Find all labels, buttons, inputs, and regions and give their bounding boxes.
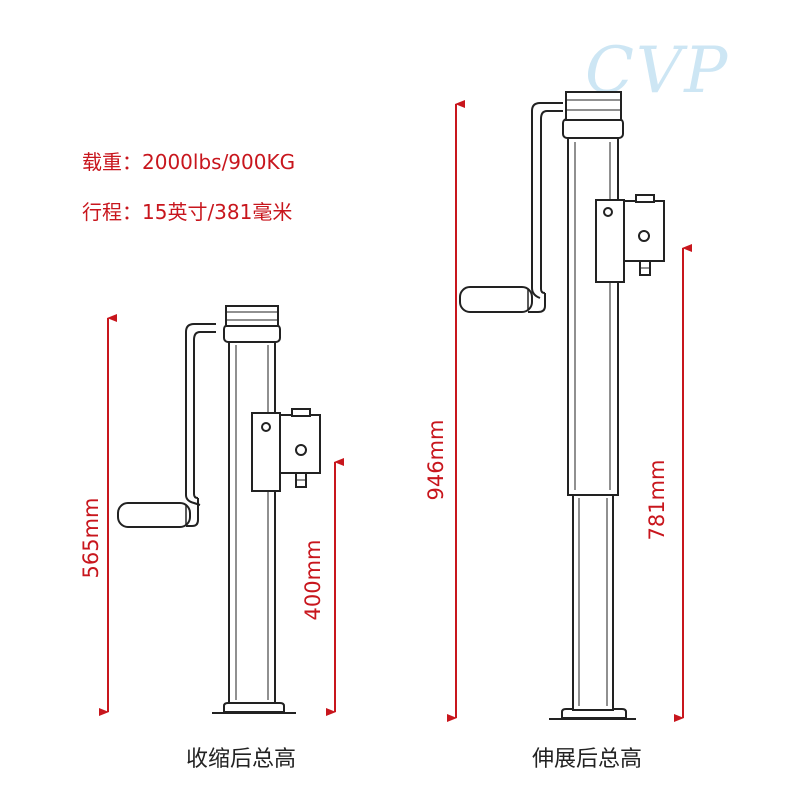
retracted-jack bbox=[117, 305, 321, 714]
caption-extended: 伸展后总高 bbox=[532, 747, 643, 772]
caption-retracted: 收缩后总高 bbox=[186, 747, 297, 772]
dimension-arrows bbox=[99, 100, 692, 722]
spec-load: 载重：2000lbs/900KG bbox=[82, 150, 296, 174]
dim-label-extended-lower: 781mm bbox=[645, 460, 669, 541]
dim-label-retracted-total: 565mm bbox=[79, 498, 103, 579]
dim-label-extended-total: 946mm bbox=[424, 420, 448, 501]
dim-label-retracted-lower: 400mm bbox=[301, 540, 325, 621]
spec-travel: 行程：15英寸/381毫米 bbox=[82, 200, 293, 224]
extended-jack bbox=[459, 91, 665, 720]
